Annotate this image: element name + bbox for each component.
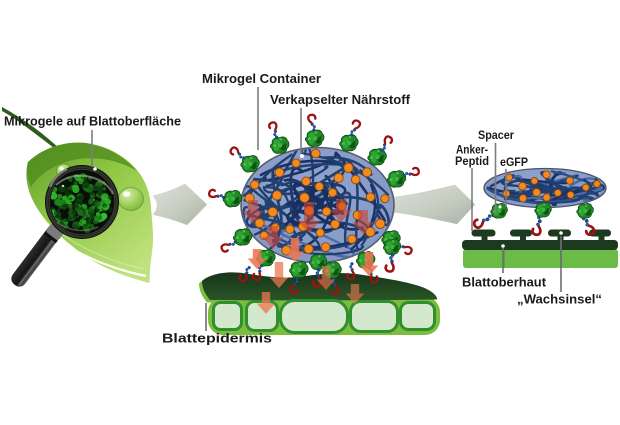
svg-text:Blattoberhaut: Blattoberhaut	[462, 275, 547, 290]
svg-text:Mikrogele auf Blattoberfläche: Mikrogele auf Blattoberfläche	[4, 114, 181, 129]
svg-text:„Wachsinsel“: „Wachsinsel“	[517, 292, 602, 307]
svg-text:Verkapselter Nährstoff: Verkapselter Nährstoff	[270, 92, 411, 107]
svg-text:Peptid: Peptid	[455, 154, 489, 168]
svg-text:Anker-: Anker-	[456, 143, 488, 157]
svg-text:Spacer: Spacer	[478, 128, 514, 142]
svg-text:Blattepidermis: Blattepidermis	[162, 331, 272, 346]
svg-text:eGFP: eGFP	[500, 155, 528, 169]
svg-text:Mikrogel Container: Mikrogel Container	[202, 71, 321, 86]
